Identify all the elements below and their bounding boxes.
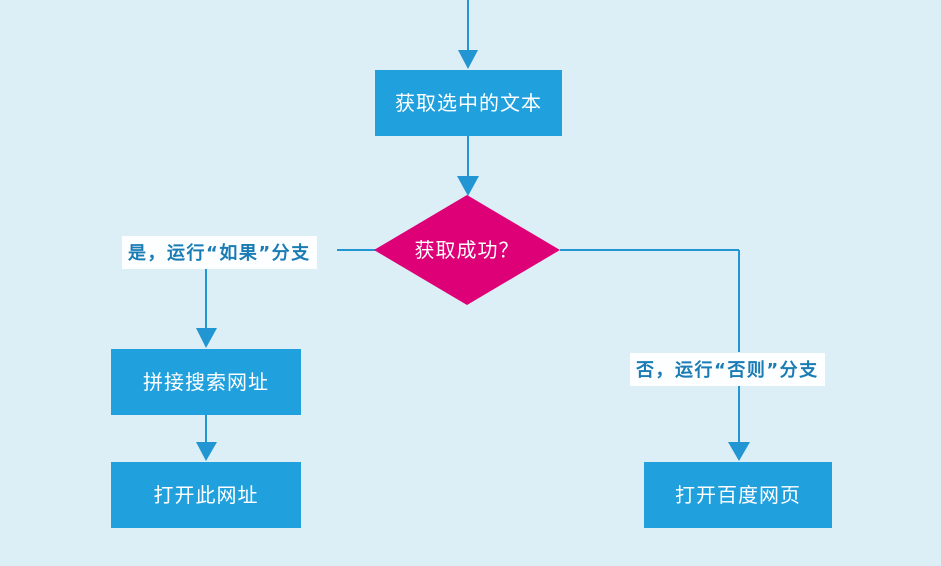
diamond-shape-icon [374,195,560,305]
node-build-search-url[interactable]: 拼接搜索网址 [111,349,301,415]
node-open-baidu-page[interactable]: 打开百度网页 [644,462,832,528]
edge-label-no-branch: 否，运行“否则”分支 [630,353,825,386]
edge-label-yes-branch: 是，运行“如果”分支 [122,236,317,269]
node-decision-success[interactable]: 获取成功？ [374,195,560,305]
node-get-selected-text[interactable]: 获取选中的文本 [375,70,562,136]
node-decision-label: 获取成功？ [414,238,520,262]
node-open-this-url[interactable]: 打开此网址 [111,462,301,528]
